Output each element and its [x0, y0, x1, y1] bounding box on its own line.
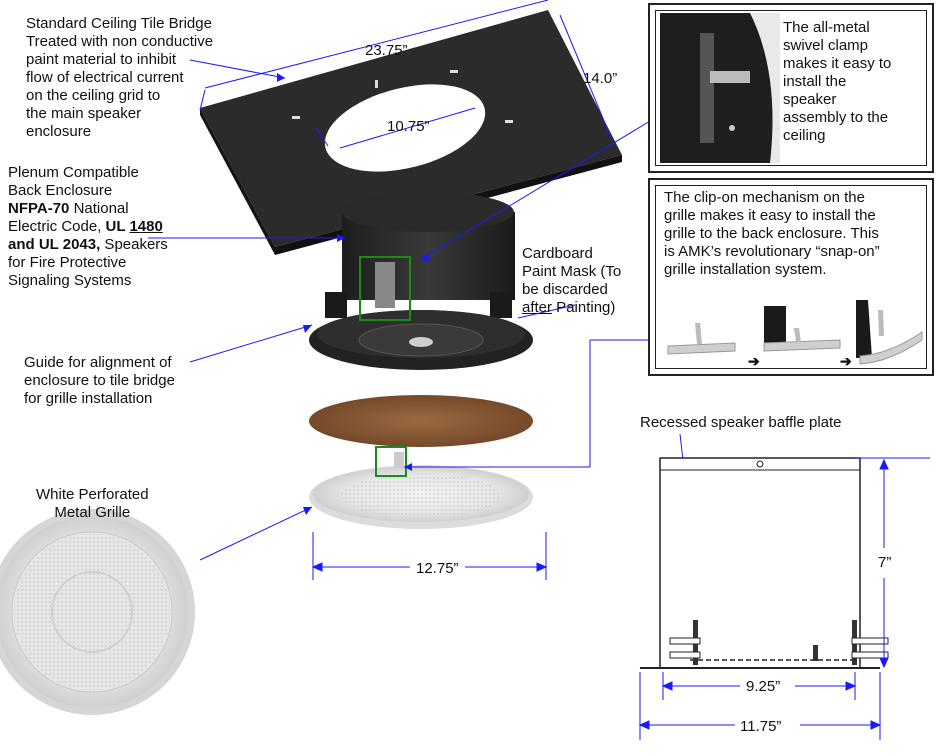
bridge-width-dim: 14.0” [583, 70, 618, 87]
bridge-dimension-lines [204, 0, 613, 149]
outer-diameter-dim: 11.75” [740, 718, 782, 735]
clip-highlight [375, 446, 407, 477]
grille-diameter-dim: 12.75” [416, 560, 459, 577]
clamp-callout-box: The all-metal swivel clamp makes it easy… [648, 3, 934, 173]
bridge-length-dim: 23.75” [365, 42, 408, 59]
cardboard-mask-label: Cardboard Paint Mask (To be discarded af… [522, 245, 622, 316]
section-dimension-lines [638, 457, 930, 740]
height-dim: 7” [878, 554, 892, 571]
grille-label: White Perforated Metal Grille [36, 486, 149, 521]
enclosure-section-drawing [640, 457, 889, 669]
clip-callout-text: The clip-on mechanism on the grille make… [664, 189, 880, 278]
bridge-hole-dim: 10.75” [387, 118, 430, 135]
guide-label: Guide for alignment of enclosure to tile… [24, 354, 175, 407]
clamp-highlight [359, 256, 411, 321]
baffle-diameter-dim: 9.25” [746, 678, 781, 695]
clamp-photo [660, 13, 780, 163]
back-enclosure [309, 192, 533, 370]
clamp-callout-text: The all-metal swivel clamp makes it easy… [783, 19, 892, 144]
enclosure-label: Plenum Compatible Back Enclosure NFPA-70… [8, 164, 168, 289]
clip-callout-box: The clip-on mechanism on the grille make… [648, 178, 934, 376]
clip-step-1 [667, 323, 736, 355]
tile-bridge-label: Standard Ceiling Tile Bridge Treated wit… [26, 15, 214, 140]
grille-width-dimension [311, 532, 548, 580]
baffle-label: Recessed speaker baffle plate [640, 414, 842, 431]
clip-step-2 [763, 306, 841, 352]
arrow-icon: ➔ [840, 353, 852, 368]
white-perforated-grille [0, 509, 195, 715]
cardboard-paint-mask [309, 395, 533, 447]
clip-sequence-photos: ➔ ➔ [667, 300, 923, 368]
arrow-icon: ➔ [748, 353, 760, 368]
clip-step-3 [856, 300, 923, 365]
grille-front-view [309, 452, 533, 529]
